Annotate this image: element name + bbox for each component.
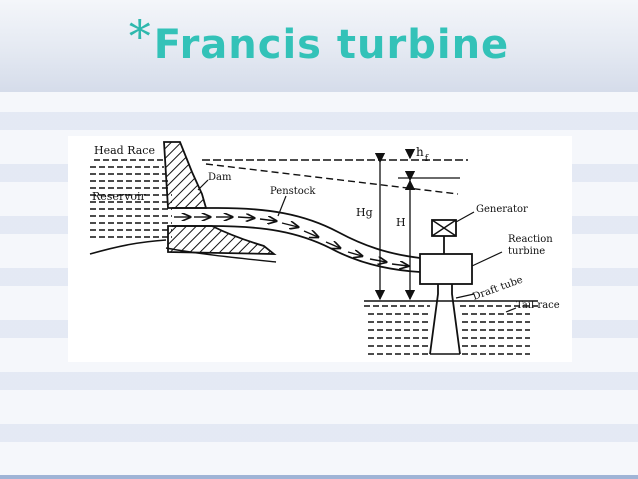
dam-lower [167, 225, 277, 255]
penstock-leader [277, 195, 287, 217]
title-text: Francis turbine [153, 22, 510, 68]
label-turbine: turbine [508, 246, 545, 257]
label-reservoir: Reservoir [92, 190, 147, 203]
label-draft-tube: Draft tube [471, 275, 524, 303]
label-tail-race: Tail race [516, 300, 560, 311]
slide-header: *Francis turbine [0, 0, 638, 92]
label-reaction: Reaction [508, 234, 553, 245]
draft-tube [429, 284, 461, 355]
generator-leader [455, 211, 475, 223]
label-hf-sub: f [425, 154, 429, 164]
label-head-race: Head Race [94, 144, 155, 157]
turbine-leader [471, 251, 503, 267]
label-generator: Generator [476, 204, 528, 215]
reservoir-bed [89, 239, 167, 255]
label-hf-main: h [416, 145, 424, 159]
dam-upper [163, 141, 208, 209]
reaction-turbine-casing [419, 253, 473, 285]
dam-leader [197, 179, 209, 191]
label-dam: Dam [208, 172, 232, 183]
label-hg: Hg [356, 206, 373, 219]
slide-title: *Francis turbine [0, 12, 638, 69]
slide-bottom-bar [0, 475, 638, 479]
tail-race-leader [505, 307, 517, 313]
generator-cross [431, 219, 457, 237]
title-marker: * [128, 12, 152, 63]
tail-race-water-lines [364, 305, 538, 355]
label-penstock: Penstock [270, 186, 316, 197]
label-hf: hf [416, 145, 429, 164]
penstock-top [172, 207, 421, 259]
reservoir-water-lines [90, 159, 172, 238]
flow-arrows [174, 217, 408, 266]
energy-line [205, 163, 459, 195]
francis-turbine-diagram: Head Race Dam Reservoir Penstock Hg H hf… [68, 136, 572, 362]
ground-line [165, 247, 277, 263]
label-h: H [396, 216, 406, 229]
diagram-svg: Head Race Dam Reservoir Penstock Hg H hf… [89, 141, 560, 355]
draft-tube-leader [455, 293, 475, 299]
penstock-bottom [172, 225, 421, 273]
